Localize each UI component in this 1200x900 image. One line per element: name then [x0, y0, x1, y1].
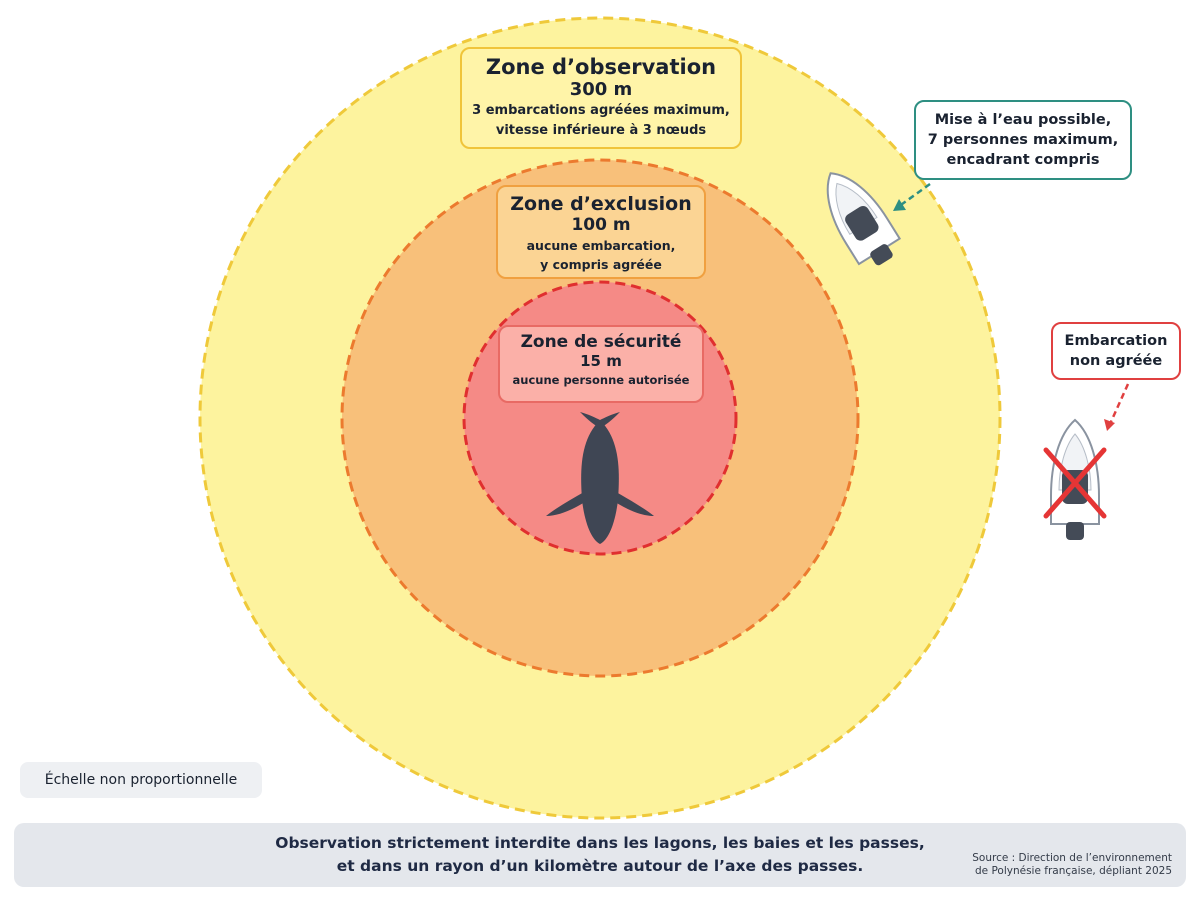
- footer-warning: Observation strictement interdite dans l…: [14, 832, 1186, 878]
- observation-zone-note-1: 3 embarcations agréées maximum,: [472, 103, 730, 118]
- exclusion-zone-note-2: y compris agréée: [540, 257, 662, 272]
- boat-icon: [826, 172, 902, 266]
- exclusion-zone-distance: 100 m: [571, 215, 631, 235]
- security-zone-title: Zone de sécurité: [520, 332, 682, 352]
- footer-source-line-1: Source : Direction de l’environnement: [972, 852, 1172, 864]
- forbidden-boat-callout: Embarcation non agréée: [1051, 322, 1181, 380]
- scale-note: Échelle non proportionnelle: [20, 762, 262, 798]
- footer-source-line-2: de Polynésie française, dépliant 2025: [975, 865, 1172, 877]
- exclusion-zone-label: Zone d’exclusion 100 m aucune embarcatio…: [496, 185, 706, 279]
- footer-warning-line-2: et dans un rayon d’un kilomètre autour d…: [336, 857, 864, 875]
- observation-zone-note-2: vitesse inférieure à 3 nœuds: [495, 123, 707, 138]
- exclusion-zone-title: Zone d’exclusion: [510, 193, 692, 215]
- security-zone-note-1: aucune personne autorisée: [512, 373, 690, 387]
- footer-banner: Observation strictement interdite dans l…: [14, 823, 1186, 887]
- observation-zone-label: Zone d’observation 300 m 3 embarcations …: [460, 47, 742, 149]
- exclusion-zone-note-1: aucune embarcation,: [526, 238, 676, 253]
- footer-warning-line-1: Observation strictement interdite dans l…: [275, 834, 925, 852]
- security-zone-distance: 15 m: [580, 352, 622, 370]
- arrow-icon: [893, 182, 931, 211]
- cross-icon: [1043, 447, 1107, 519]
- whale-icon: [546, 412, 654, 544]
- forbidden-callout-line-2: non agréée: [1069, 353, 1163, 369]
- allowed-callout-line-3: encadrant compris: [946, 152, 1100, 168]
- observation-zone-distance: 300 m: [569, 79, 633, 100]
- arrow-icon: [1104, 383, 1130, 431]
- allowed-callout-line-1: Mise à l’eau possible,: [934, 112, 1112, 128]
- allowed-boat-callout: Mise à l’eau possible, 7 personnes maxim…: [914, 100, 1132, 180]
- forbidden-callout-line-1: Embarcation: [1064, 333, 1168, 349]
- security-zone-label: Zone de sécurité 15 m aucune personne au…: [498, 325, 704, 403]
- observation-zone-title: Zone d’observation: [485, 55, 717, 79]
- footer-source: Source : Direction de l’environnement de…: [972, 852, 1172, 878]
- allowed-callout-line-2: 7 personnes maximum,: [927, 132, 1119, 148]
